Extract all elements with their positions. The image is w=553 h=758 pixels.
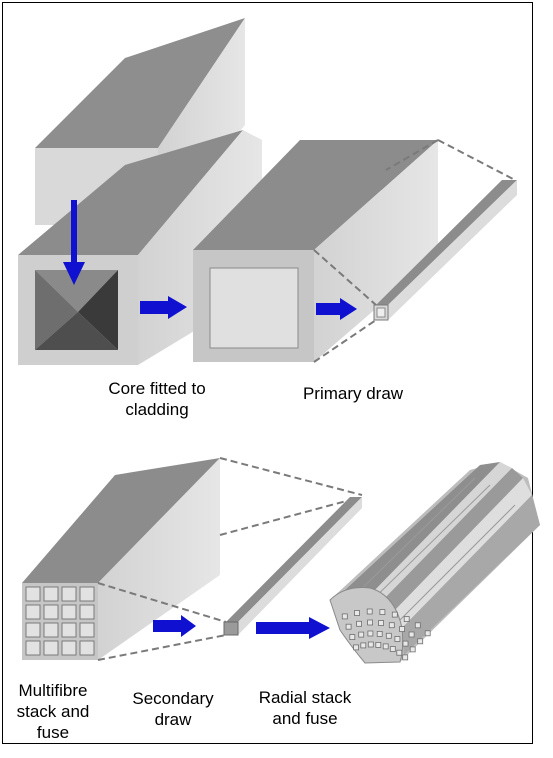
- primary-cane: [373, 180, 517, 321]
- radial-fibre-cell: [409, 646, 416, 653]
- radial-fibre-cell: [375, 642, 382, 648]
- bore-top-wall: [35, 270, 118, 312]
- preform-core: [209, 267, 299, 349]
- radial-fibre-cell: [356, 620, 363, 627]
- radial-fibre-cell: [345, 623, 352, 630]
- radial-fibre-cell: [414, 622, 421, 629]
- label-secondary-draw: Secondary draw: [118, 688, 228, 730]
- arrow-to-radial-stack: [256, 617, 330, 639]
- radial-fibre-cell: [396, 649, 403, 656]
- diagram-frame: [2, 2, 533, 744]
- radial-fibre-cell: [382, 643, 389, 650]
- radial-fibre-cell: [378, 620, 384, 626]
- stack-fibre-cell: [25, 640, 41, 656]
- stack-fibre-cell: [25, 622, 41, 638]
- stack-grid: [25, 586, 95, 656]
- stack-fibre-cell: [61, 586, 77, 602]
- radial-fibre-cell: [402, 640, 409, 647]
- radial-fibre-cell: [399, 626, 406, 632]
- radial-fibre-cell: [408, 631, 415, 638]
- core-rod-top-face: [35, 18, 245, 148]
- stack-fibre-cell: [43, 622, 59, 638]
- bore-left-wall: [35, 270, 78, 350]
- label-radial-line1: Radial stack: [258, 688, 352, 707]
- radial-fibre-cell: [394, 636, 401, 642]
- arrow-to-preform: [140, 296, 187, 319]
- stack-top-face: [22, 458, 220, 583]
- radial-fibre-cell: [360, 642, 367, 649]
- arrow-to-primary-fibre: [316, 298, 357, 320]
- label-core-fitted: Core fitted to cladding: [92, 378, 222, 420]
- label-primary-draw: Primary draw: [302, 384, 404, 403]
- radial-fibre-cell: [402, 654, 409, 661]
- label-multifibre: Multifibre stack and fuse: [8, 680, 98, 743]
- stack-fibre-cell: [61, 622, 77, 638]
- stack-fibre-cell: [79, 604, 95, 620]
- radial-fibre-cell: [417, 638, 424, 645]
- radial-fibre-cell: [379, 609, 386, 615]
- radial-end-face: [341, 608, 431, 661]
- radial-fibre-cell: [391, 611, 398, 618]
- radial-fibre-cell: [341, 613, 348, 620]
- radial-fibre-cell: [367, 641, 374, 648]
- radial-fibre-cell: [354, 610, 360, 616]
- label-multifibre-line2: stack and: [16, 702, 90, 721]
- bore-right-wall: [78, 270, 118, 350]
- radial-fibre-cell: [389, 646, 396, 652]
- label-core-fitted-line2: cladding: [125, 400, 189, 419]
- radial-fibre-cell: [388, 622, 395, 629]
- label-secondary-line2: draw: [154, 710, 192, 729]
- stack-fibre-cell: [25, 604, 41, 620]
- stack-fibre-cell: [61, 640, 77, 656]
- secondary-cane: [223, 497, 362, 636]
- stack-fibre-cell: [43, 604, 59, 620]
- stack-fibre-cell: [43, 640, 59, 656]
- preform-top-face: [193, 140, 438, 250]
- stack-fibre-cell: [25, 586, 41, 602]
- stack-fibre-cell: [61, 604, 77, 620]
- radial-fibre-cell: [424, 630, 431, 637]
- radial-fibre-cell: [385, 632, 392, 639]
- primary-draw-guides: [313, 139, 516, 363]
- label-radial-stack: Radial stack and fuse: [240, 687, 370, 729]
- core-insert-arrow: [63, 200, 85, 285]
- stack-fibre-cell: [79, 622, 95, 638]
- stack-fibre-cell: [79, 640, 95, 656]
- label-secondary-line1: Secondary: [132, 689, 214, 708]
- stack-fibre-cell: [79, 586, 95, 602]
- bore-bottom-wall: [35, 312, 118, 350]
- radial-fibre-cell: [376, 631, 383, 637]
- radial-fibre-cell: [366, 608, 373, 615]
- multifibre-stack: [22, 458, 220, 660]
- label-radial-line2: and fuse: [272, 709, 338, 728]
- radial-fibre-cell: [353, 644, 360, 651]
- arrow-to-secondary-draw: [153, 615, 196, 637]
- secondary-draw-guides: [97, 457, 363, 661]
- radial-stack-bundle: [329, 462, 540, 664]
- stack-side-face: [98, 458, 220, 660]
- stack-fibre-cell: [43, 586, 59, 602]
- label-core-fitted-line1: Core fitted to: [108, 379, 206, 398]
- label-multifibre-line3: fuse: [36, 723, 70, 742]
- radial-fibre-cell: [367, 619, 374, 626]
- radial-fibre-cell: [349, 634, 356, 640]
- radial-fibre-cell: [403, 616, 410, 622]
- radial-fibre-cell: [358, 631, 365, 638]
- label-multifibre-line1: Multifibre: [18, 681, 88, 700]
- radial-fibre-cell: [367, 630, 374, 637]
